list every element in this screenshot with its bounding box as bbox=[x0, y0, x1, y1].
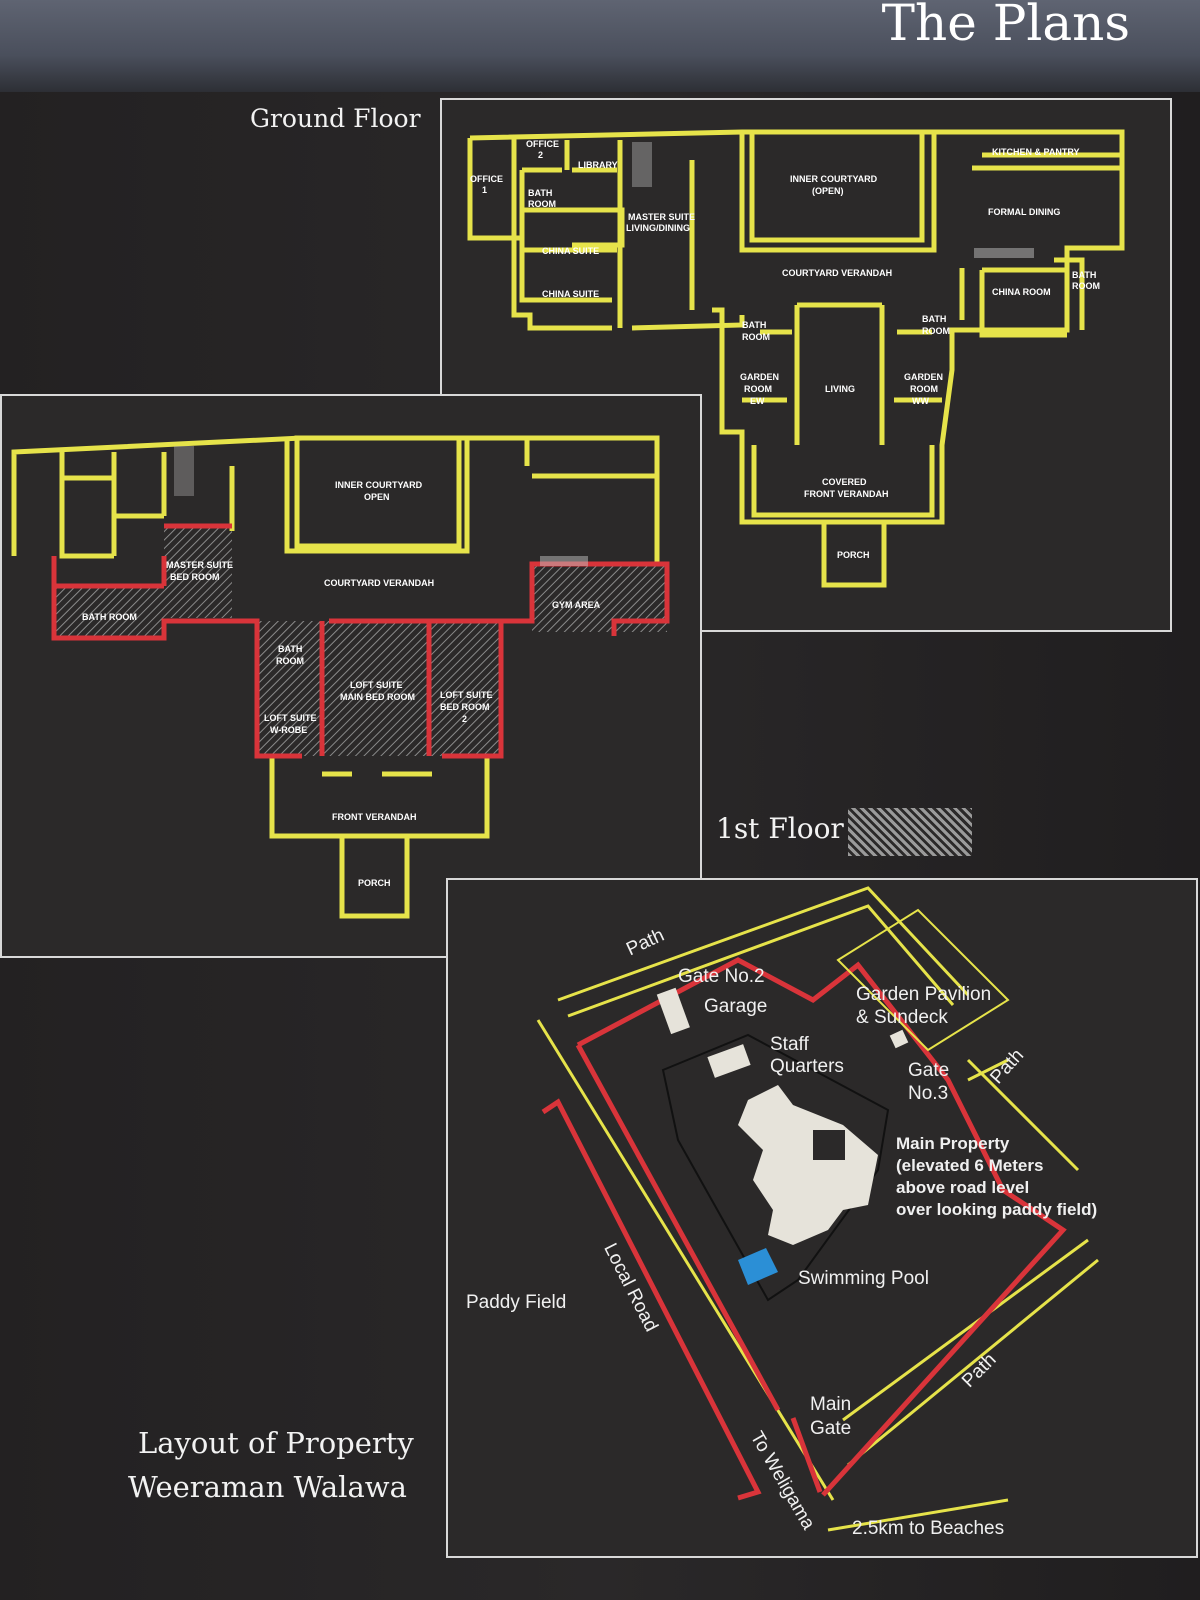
gf-garden-ww-b: ROOM bbox=[910, 384, 938, 394]
ff-master-bed-b: BED ROOM bbox=[170, 572, 220, 582]
gf-garden-ew-a: GARDEN bbox=[740, 372, 779, 382]
label-gate3-a: Gate bbox=[908, 1060, 950, 1081]
gf-formal-dining: FORMAL DINING bbox=[988, 207, 1060, 217]
first-floor-label: 1st Floor bbox=[716, 812, 844, 845]
gf-library: LIBRARY bbox=[578, 160, 618, 170]
first-floor-plan: INNER COURTYARD OPEN MASTER SUITE BED RO… bbox=[11, 435, 670, 919]
gf-courtyard-verandah: COURTYARD VERANDAH bbox=[782, 268, 892, 278]
main-property-building bbox=[738, 1085, 878, 1245]
gf-office1-b: 1 bbox=[482, 185, 487, 195]
gf-garden-ew-b: ROOM bbox=[744, 384, 772, 394]
gf-garden-ww-a: GARDEN bbox=[904, 372, 943, 382]
property-layout-panel: Path Gate No.2 Garage Garden Pavilion & … bbox=[446, 878, 1198, 1558]
ff-bath-b: ROOM bbox=[276, 656, 304, 666]
label-pavilion-b: & Sundeck bbox=[856, 1007, 948, 1028]
gate3-marker bbox=[889, 1029, 909, 1049]
ff-courtyard-verandah: COURTYARD VERANDAH bbox=[324, 578, 434, 588]
gf-kitchen: KITCHEN & PANTRY bbox=[992, 147, 1080, 157]
gf-bath2-a: BATH bbox=[1072, 270, 1096, 280]
gf-front-verandah-b: FRONT VERANDAH bbox=[804, 489, 889, 499]
label-staff-a: Staff bbox=[770, 1034, 809, 1055]
label-gate2: Gate No.2 bbox=[678, 966, 765, 987]
label-beaches: 2.5km to Beaches bbox=[852, 1518, 1005, 1539]
label-main-c: above road level bbox=[896, 1178, 1030, 1197]
ff-inner-courtyard-b: OPEN bbox=[364, 492, 390, 502]
gf-bath1-b: ROOM bbox=[528, 199, 556, 209]
gf-office1-a: OFFICE bbox=[470, 174, 503, 184]
ff-loft-main-a: LOFT SUITE bbox=[350, 680, 403, 690]
label-garage: Garage bbox=[704, 996, 768, 1017]
ff-loft-wrobe-a: LOFT SUITE bbox=[264, 713, 317, 723]
ground-floor-plan: OFFICE 1 OFFICE 2 LIBRARY BATH ROOM MAST… bbox=[467, 129, 1125, 588]
gf-office2-b: 2 bbox=[538, 150, 543, 160]
label-main-gate-b: Gate bbox=[810, 1418, 852, 1439]
first-floor-panel: INNER COURTYARD OPEN MASTER SUITE BED RO… bbox=[0, 394, 702, 958]
staff-quarters-building bbox=[707, 1044, 751, 1078]
gf-porch: PORCH bbox=[837, 550, 870, 560]
ff-loft-bed2-a: LOFT SUITE bbox=[440, 690, 493, 700]
label-main-b: (elevated 6 Meters bbox=[896, 1156, 1044, 1175]
gf-bath3-b: ROOM bbox=[742, 332, 770, 342]
gf-china-room: CHINA ROOM bbox=[992, 287, 1051, 297]
ff-loft-main-b: MAIN BED ROOM bbox=[340, 692, 415, 702]
label-main-a: Main Property bbox=[896, 1134, 1010, 1153]
gf-china-suite1: CHINA SUITE bbox=[542, 246, 599, 256]
gf-living: LIVING bbox=[825, 384, 855, 394]
label-main-gate-a: Main bbox=[810, 1394, 852, 1415]
gf-inner-courtyard-a: INNER COURTYARD bbox=[790, 174, 878, 184]
garage-building bbox=[656, 987, 690, 1035]
first-floor-hatch-swatch bbox=[848, 808, 972, 856]
layout-caption-line2: Weeraman Walawa bbox=[128, 1470, 407, 1504]
ff-porch: PORCH bbox=[358, 878, 391, 888]
layout-caption-line1: Layout of Property bbox=[138, 1426, 414, 1460]
gf-bath1-a: BATH bbox=[528, 188, 552, 198]
gf-garden-ew-c: EW bbox=[750, 396, 765, 406]
label-main-d: over looking paddy field) bbox=[896, 1200, 1098, 1219]
label-pavilion-a: Garden Pavilion bbox=[856, 984, 992, 1005]
gf-inner-courtyard-b: (OPEN) bbox=[812, 186, 844, 196]
label-staff-b: Quarters bbox=[770, 1056, 844, 1077]
gf-bath3-a: BATH bbox=[742, 320, 766, 330]
gf-bath4-a: BATH bbox=[922, 314, 946, 324]
ff-loft-wrobe-b: W-ROBE bbox=[270, 725, 307, 735]
gf-office2-a: OFFICE bbox=[526, 139, 559, 149]
header-band bbox=[0, 0, 1200, 92]
label-gate3-b: No.3 bbox=[908, 1083, 949, 1104]
ground-floor-label: Ground Floor bbox=[250, 104, 421, 133]
ff-loft-bed2-b: BED ROOM bbox=[440, 702, 490, 712]
gf-china-suite2: CHINA SUITE bbox=[542, 289, 599, 299]
page-title: The Plans bbox=[881, 0, 1130, 52]
gf-bath2-b: ROOM bbox=[1072, 281, 1100, 291]
ff-front-verandah: FRONT VERANDAH bbox=[332, 812, 417, 822]
property-site-map bbox=[536, 886, 1099, 1532]
ff-loft-bed2-c: 2 bbox=[462, 714, 467, 724]
gf-master-a: MASTER SUITE bbox=[628, 212, 695, 222]
gf-front-verandah-a: COVERED bbox=[822, 477, 867, 487]
ff-bath-a: BATH bbox=[278, 644, 302, 654]
gf-bath4-b: ROOM bbox=[922, 326, 950, 336]
swimming-pool bbox=[738, 1248, 778, 1285]
label-swimming-pool: Swimming Pool bbox=[798, 1268, 929, 1289]
gf-garden-ww-c: WW bbox=[912, 396, 929, 406]
ff-inner-courtyard-a: INNER COURTYARD bbox=[335, 480, 423, 490]
ff-bath-room: BATH ROOM bbox=[82, 612, 137, 622]
label-paddy-field: Paddy Field bbox=[466, 1292, 567, 1313]
ff-master-bed-a: MASTER SUITE bbox=[166, 560, 233, 570]
ff-gym: GYM AREA bbox=[552, 600, 601, 610]
gf-master-b: LIVING/DINING bbox=[626, 223, 690, 233]
